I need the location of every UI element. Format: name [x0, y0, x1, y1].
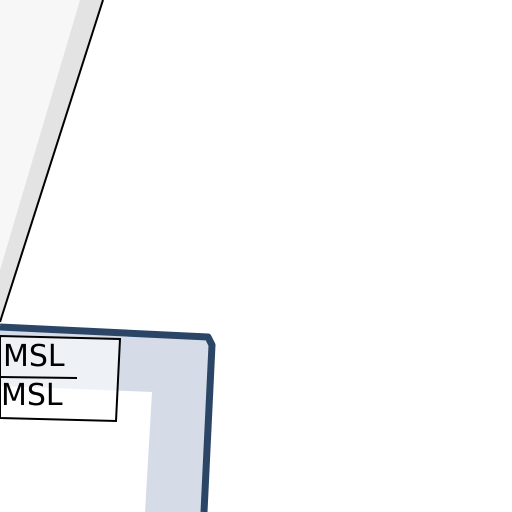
slanted-band	[0, 0, 104, 323]
boundary-area-outline	[0, 323, 216, 512]
altitude-divider	[0, 376, 78, 379]
altitude-label: MSL MSL	[0, 334, 122, 423]
slanted-band-edge	[0, 0, 104, 323]
altitude-lower-label: MSL	[1, 378, 63, 413]
altitude-upper-label: MSL	[3, 339, 65, 374]
